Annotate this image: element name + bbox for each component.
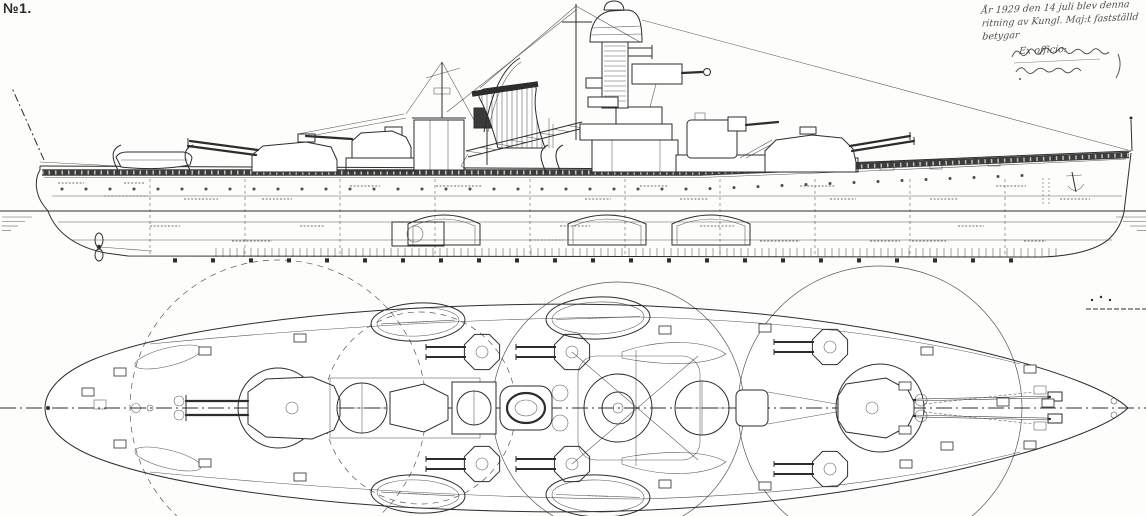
side-elevation-view bbox=[0, 0, 1146, 263]
deck-plan-view bbox=[0, 259, 1146, 516]
drawing-number: №1. bbox=[3, 0, 32, 16]
signature-scribble bbox=[1011, 47, 1121, 80]
scale-marks bbox=[1086, 295, 1146, 310]
approval-stamp: År 1929 den 14 juli blev denna ritning a… bbox=[981, 0, 1146, 60]
